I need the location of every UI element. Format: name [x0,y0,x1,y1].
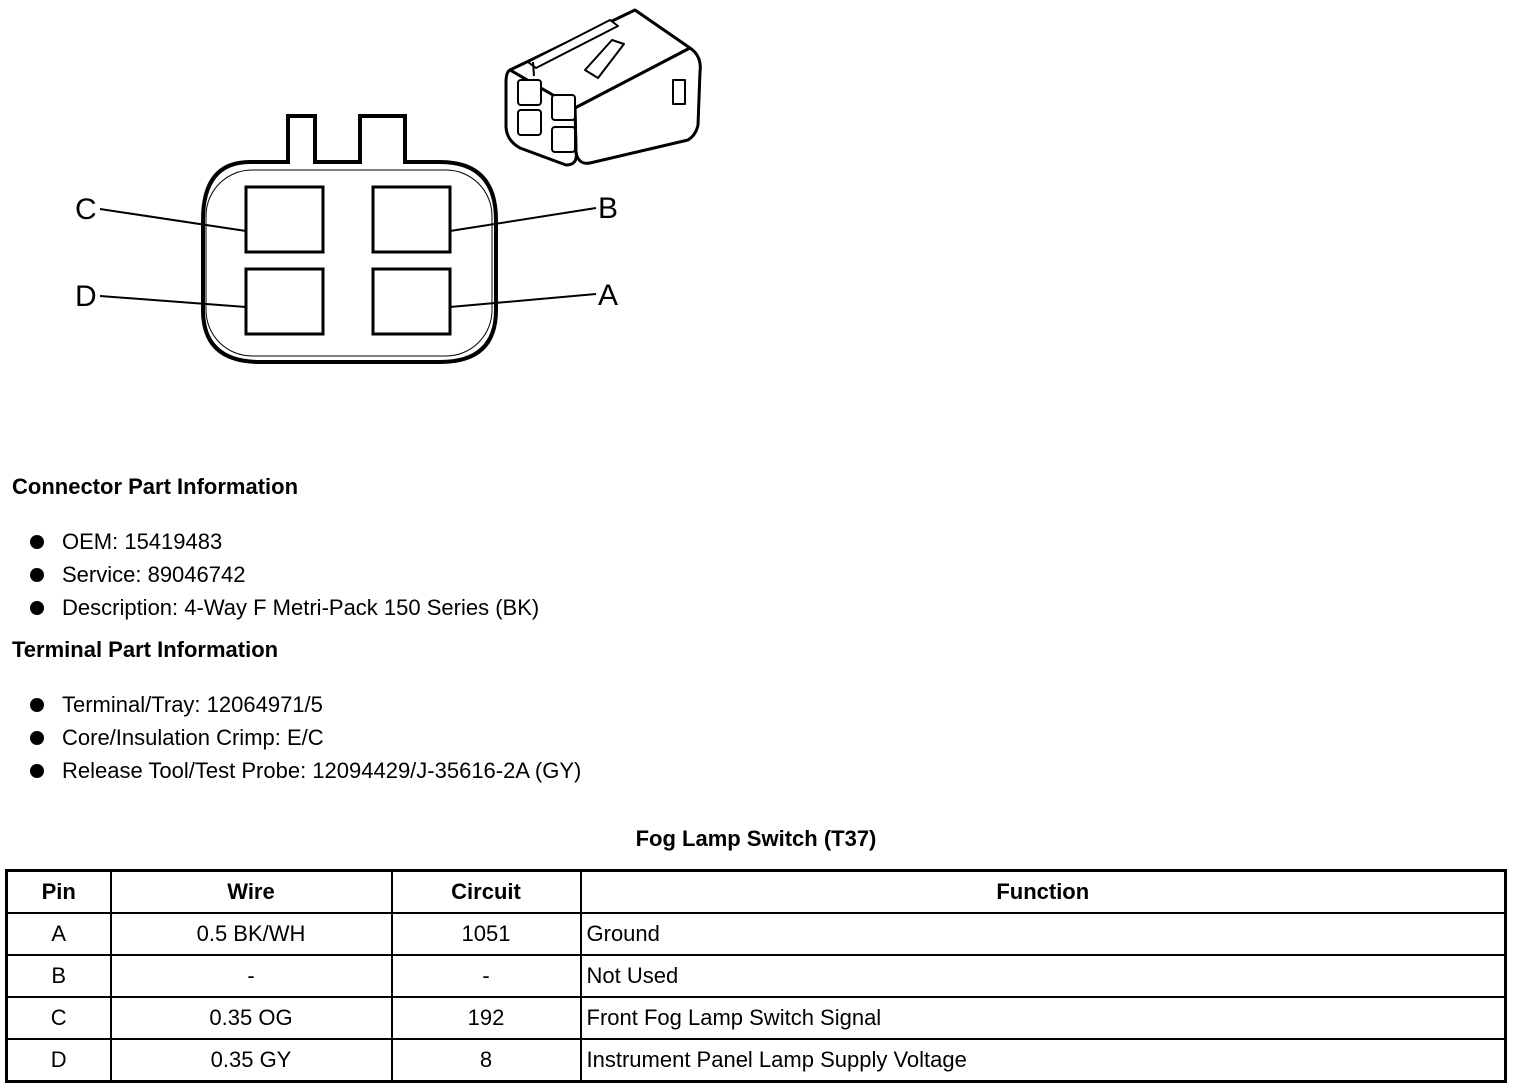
table-row: D 0.35 GY 8 Instrument Panel Lamp Supply… [5,1038,1507,1083]
cell-wire: 0.35 OG [109,996,393,1040]
cell-pin: A [5,912,112,956]
terminal-part-info-title: Terminal Part Information [12,637,279,662]
bullet-icon [30,534,44,549]
pin-label-d: D [75,280,97,313]
list-item-text: OEM: 15419483 [62,529,223,554]
cell-pin: C [5,996,112,1040]
list-item: Core/Insulation Crimp: E/C [30,721,581,754]
list-item: Terminal/Tray: 12064971/5 [30,688,581,721]
table-row: C 0.35 OG 192 Front Fog Lamp Switch Sign… [5,996,1507,1040]
cell-wire: 0.35 GY [109,1038,393,1083]
list-item: OEM: 15419483 [30,525,539,558]
bullet-icon [30,600,44,615]
cell-circuit: 192 [390,996,582,1040]
cavity-a [371,267,452,336]
connector-outline [201,114,498,364]
cell-wire: 0.5 BK/WH [109,912,393,956]
cavity-b [371,185,452,254]
bullet-icon [30,763,44,778]
cell-wire: - [109,954,393,998]
list-item-text: Release Tool/Test Probe: 12094429/J-3561… [62,758,582,783]
pin-table: Pin Wire Circuit Function A 0.5 BK/WH 10… [5,869,1507,1083]
cell-function: Not Used [579,954,1507,998]
cell-function: Instrument Panel Lamp Supply Voltage [579,1038,1507,1083]
cell-circuit: 8 [390,1038,582,1083]
pin-label-a: A [598,279,618,312]
cell-pin: D [5,1038,112,1083]
cell-pin: B [5,954,112,998]
table-title: Fog Lamp Switch (T37) [635,826,877,851]
header-pin: Pin [5,869,112,914]
cell-function: Front Fog Lamp Switch Signal [579,996,1507,1040]
list-item: Service: 89046742 [30,558,539,591]
list-item-text: Core/Insulation Crimp: E/C [62,725,324,750]
header-wire: Wire [109,869,393,914]
leader-b [449,207,597,232]
connector-3d-illustration [504,8,702,167]
bullet-icon [30,697,44,712]
cell-circuit: 1051 [390,912,582,956]
cell-function: Ground [579,912,1507,956]
pin-label-c: C [75,193,97,226]
header-circuit: Circuit [390,869,582,914]
connector-diagram: C B D A [75,8,702,364]
pin-label-b: B [598,192,618,225]
list-item-text: Terminal/Tray: 12064971/5 [62,692,323,717]
cell-circuit: - [390,954,582,998]
leader-c [99,208,247,232]
connector-part-info-list: OEM: 15419483 Service: 89046742 Descript… [30,525,539,624]
leader-a [449,293,597,308]
connector-part-info-title: Connector Part Information [12,474,299,499]
list-item-text: Description: 4-Way F Metri-Pack 150 Seri… [62,595,540,620]
terminal-part-info-list: Terminal/Tray: 12064971/5 Core/Insulatio… [30,688,581,787]
table-header-row: Pin Wire Circuit Function [5,869,1507,914]
leader-d [99,295,247,308]
bullet-icon [30,730,44,745]
cavity-c [244,185,325,254]
cavity-d [244,267,325,336]
table-row: A 0.5 BK/WH 1051 Ground [5,912,1507,956]
bullet-icon [30,567,44,582]
list-item: Release Tool/Test Probe: 12094429/J-3561… [30,754,581,787]
list-item-text: Service: 89046742 [62,562,246,587]
table-row: B - - Not Used [5,954,1507,998]
list-item: Description: 4-Way F Metri-Pack 150 Seri… [30,591,539,624]
header-function: Function [579,869,1507,914]
